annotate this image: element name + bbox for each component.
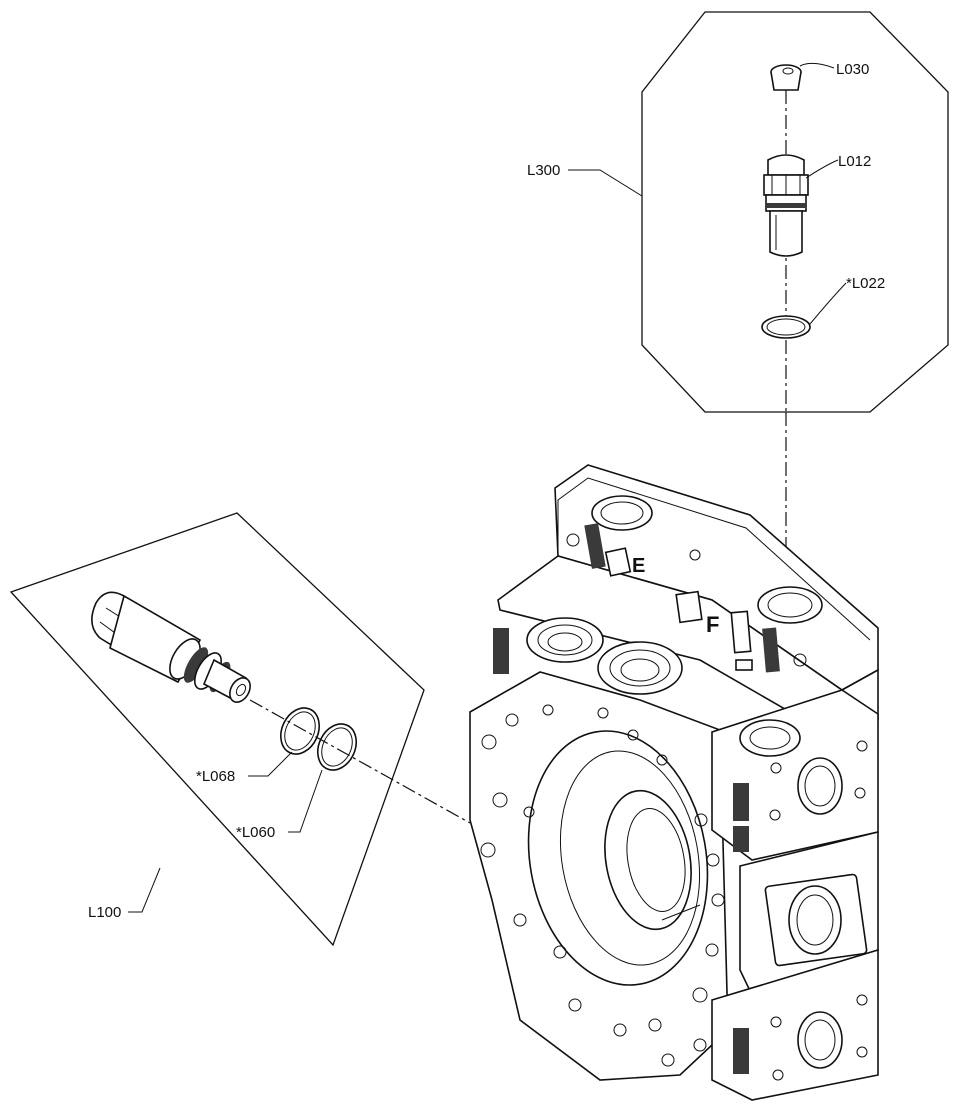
callout-l022: *L022 (846, 275, 886, 292)
oring-l068 (279, 707, 321, 755)
callout-l060: *L060 (236, 824, 276, 841)
callout-l068: *L068 (196, 768, 236, 785)
callout-l012: L012 (838, 153, 872, 170)
plug-l030 (770, 64, 802, 91)
callout-l300: L300 (527, 162, 561, 179)
cartridge-l100 (91, 591, 251, 703)
callout-l030: L030 (836, 61, 870, 78)
housing-body: F E (469, 464, 879, 1101)
marking-f: F (706, 612, 719, 637)
marking-e: E (632, 555, 645, 577)
kit-panel-l300 (641, 11, 949, 413)
cartridge-l012 (763, 154, 809, 257)
oring-l022 (761, 315, 811, 339)
kit-panel-l100 (9, 512, 425, 947)
callout-l100: L100 (88, 904, 122, 921)
